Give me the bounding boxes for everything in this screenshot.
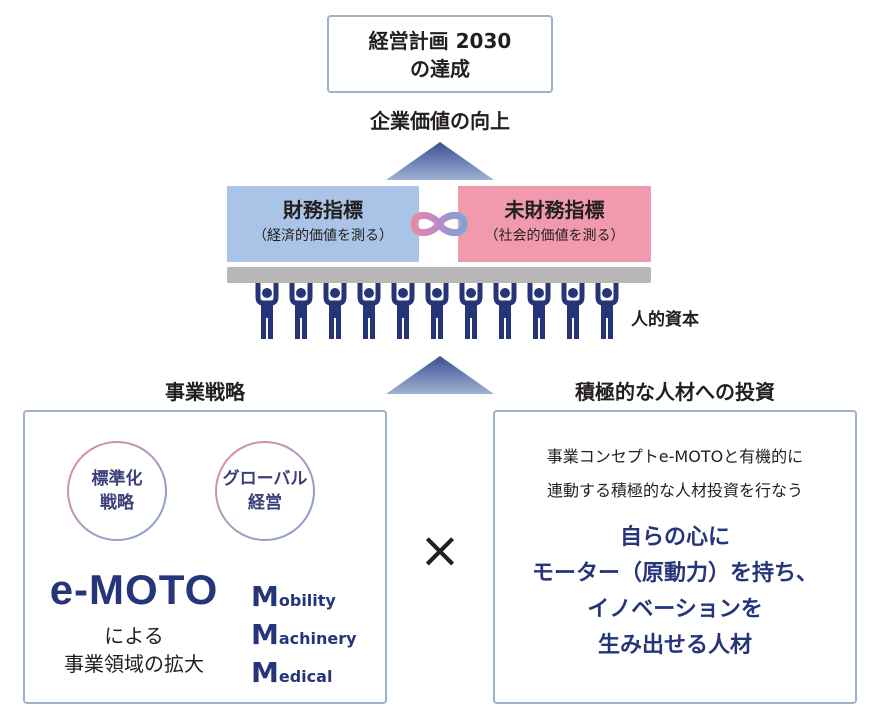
person-icon	[323, 283, 347, 339]
strategy-box: 標準化 戦略 グローバル 経営 e-MOTO による 事業領域の拡大 Mobil…	[23, 410, 387, 704]
person-icon	[595, 283, 619, 339]
investment-box: 事業コンセプトe-MOTOと有機的に 連動する積極的な人材投資を行なう 自らの心…	[493, 410, 857, 704]
investment-desc-1: 事業コンセプトe-MOTOと有機的に	[546, 447, 804, 466]
mmm-medical: Medical	[251, 656, 333, 689]
person-icon	[459, 283, 483, 339]
human-capital-label: 人的資本	[631, 310, 699, 330]
goal-line-2: の達成	[410, 57, 470, 81]
circle-2-line-1: グローバル	[222, 469, 308, 489]
mmm-mobility: Mobility	[251, 580, 336, 613]
person-icon	[493, 283, 517, 339]
lower-arrow-icon	[386, 356, 494, 394]
non-financial-sub: （社会的価値を測る）	[484, 228, 625, 244]
investment-emph-4: 生み出せる人材	[597, 633, 752, 658]
financial-indicator-box: 財務指標 （経済的価値を測る）	[227, 186, 419, 262]
support-bar	[227, 267, 651, 283]
person-icon	[527, 283, 551, 339]
financial-title: 財務指標	[283, 198, 363, 222]
investment-emph-3: イノベーションを	[587, 597, 763, 622]
investment-emph-2: モーター（原動力）を持ち、	[531, 561, 818, 586]
circle-2-line-2: 経営	[248, 493, 282, 513]
circle-1-line-2: 戦略	[100, 493, 134, 513]
infinity-icon	[410, 211, 468, 237]
person-icon	[255, 283, 279, 339]
human-figures	[255, 283, 619, 339]
investment-emph-1: 自らの心に	[619, 525, 730, 550]
non-financial-title: 未財務指標	[504, 198, 605, 222]
investment-heading: 積極的な人材への投資	[575, 380, 775, 404]
global-management-circle: グローバル 経営	[215, 441, 315, 541]
brand-logo: e-MOTO	[49, 566, 219, 613]
goal-line-1: 経営計画 2030	[368, 29, 512, 53]
upper-arrow-icon	[386, 142, 494, 180]
circle-1-line-1: 標準化	[91, 469, 143, 489]
strategy-heading: 事業戦略	[165, 380, 245, 404]
person-icon	[391, 283, 415, 339]
goal-box: 経営計画 2030 の達成	[327, 15, 553, 93]
times-symbol: ×	[419, 521, 461, 579]
brand-sub-2: 事業領域の拡大	[64, 652, 204, 676]
person-icon	[561, 283, 585, 339]
investment-desc-2: 連動する積極的な人材投資を行なう	[546, 481, 803, 500]
standardization-circle: 標準化 戦略	[67, 441, 167, 541]
financial-sub: （経済的価値を測る）	[253, 228, 393, 244]
person-icon	[357, 283, 381, 339]
non-financial-indicator-box: 未財務指標 （社会的価値を測る）	[458, 186, 651, 262]
mmm-machinery: Machinery	[251, 618, 357, 651]
person-icon	[289, 283, 313, 339]
value-up-label: 企業価値の向上	[370, 109, 510, 133]
mmm-list: Mobility Machinery Medical	[251, 580, 357, 694]
brand-sub-1: による	[104, 624, 164, 648]
person-icon	[425, 283, 449, 339]
